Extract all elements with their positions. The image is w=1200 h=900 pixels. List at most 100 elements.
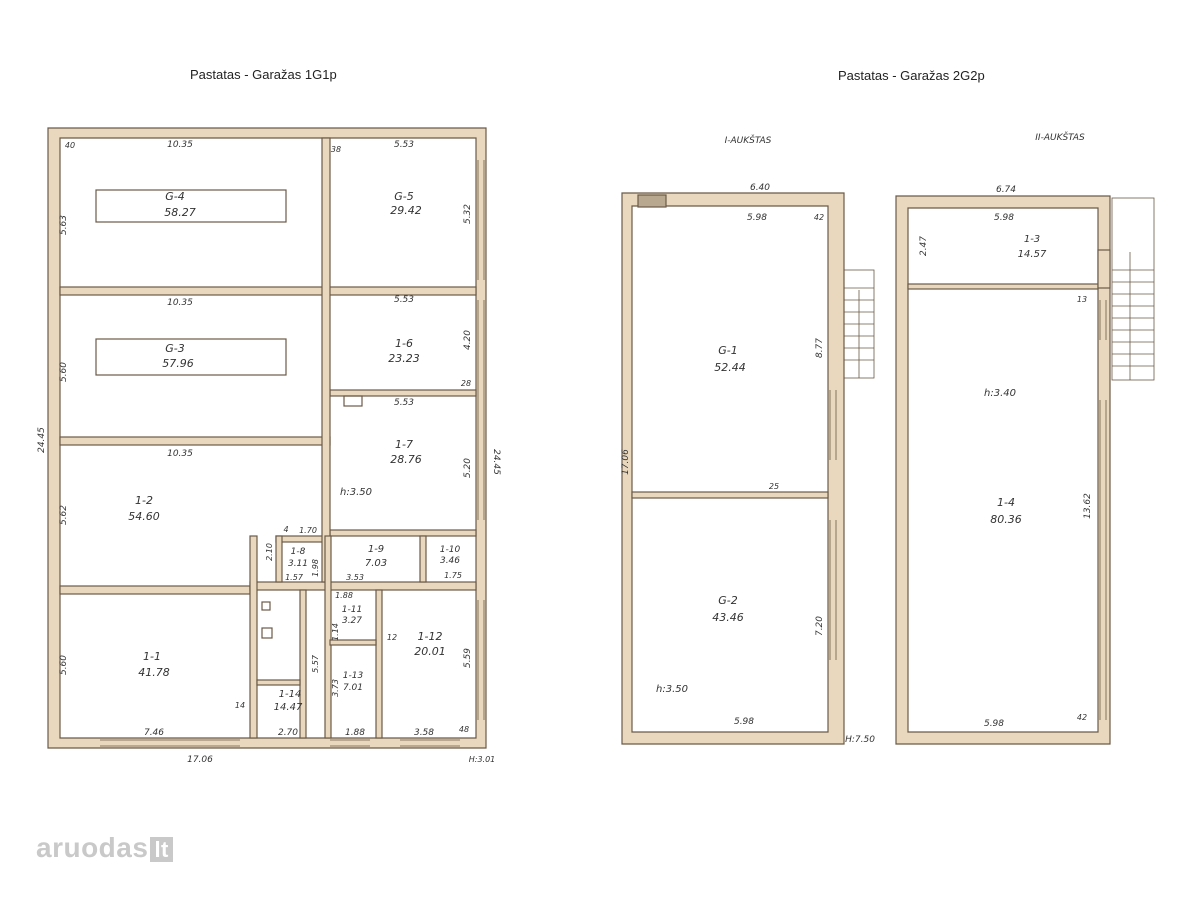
plan1-wall bbox=[419, 535, 427, 583]
dimension: 1.70 bbox=[299, 526, 317, 535]
height-note: H:3.01 bbox=[469, 755, 496, 764]
room-label: 1-9 bbox=[368, 544, 384, 555]
room-label: G-3 bbox=[165, 342, 185, 355]
dimension: 1.88 bbox=[335, 591, 353, 600]
plan1-wall bbox=[59, 436, 331, 446]
dimension: 5.32 bbox=[463, 204, 473, 224]
dimension: 24.45 bbox=[37, 427, 47, 453]
dimension: 5.59 bbox=[463, 648, 473, 668]
dimension: 2.70 bbox=[278, 728, 298, 738]
dimension: 2.47 bbox=[919, 236, 929, 256]
room-area: 41.78 bbox=[138, 666, 170, 679]
dimension: 1.75 bbox=[444, 571, 462, 580]
dimension: 6.40 bbox=[750, 183, 770, 193]
watermark-tld: lt bbox=[150, 837, 173, 862]
dimension: 5.60 bbox=[59, 362, 69, 382]
dimension: 24.45 bbox=[491, 449, 501, 475]
floor-label: I-AUKŠTAS bbox=[725, 134, 772, 146]
dimension: 7.20 bbox=[815, 616, 825, 636]
parking-slot-g3 bbox=[95, 338, 287, 376]
plan1-wall bbox=[249, 535, 258, 739]
plan1-wall bbox=[59, 286, 477, 296]
dimension: 5.53 bbox=[394, 140, 414, 150]
plan2-floor1 bbox=[621, 192, 875, 745]
room-label: 1-2 bbox=[135, 494, 153, 507]
room-label: G-4 bbox=[165, 190, 185, 203]
parking-slot-g4 bbox=[95, 189, 287, 223]
dimension: 28 bbox=[461, 379, 471, 388]
dimension: 17.06 bbox=[621, 449, 631, 475]
dimension: 5.60 bbox=[59, 655, 69, 675]
room-area: 80.36 bbox=[990, 513, 1022, 526]
floor1-outer-wall bbox=[621, 192, 845, 745]
dimension: 5.62 bbox=[59, 505, 69, 525]
room-area: 54.60 bbox=[128, 510, 160, 523]
room-area: 3.27 bbox=[342, 616, 362, 626]
dimension: 2.10 bbox=[265, 543, 274, 561]
dimension: 1.14 bbox=[331, 623, 340, 641]
dimension: 5.57 bbox=[311, 654, 320, 673]
dimension: 42 bbox=[1077, 713, 1087, 722]
dimension: 4 bbox=[283, 525, 288, 534]
dimension: 40 bbox=[65, 141, 75, 150]
dimension: 5.98 bbox=[984, 719, 1004, 729]
dimension: 25 bbox=[769, 482, 779, 491]
plan1-wall bbox=[299, 589, 307, 739]
plan1-wall bbox=[329, 529, 477, 537]
dimension: 3.58 bbox=[414, 728, 434, 738]
height-note: h:3.50 bbox=[656, 684, 688, 695]
dimension: 4.20 bbox=[463, 330, 473, 350]
dimension: 3.73 bbox=[331, 679, 340, 697]
floor1-windows bbox=[668, 390, 837, 733]
plan1-wall bbox=[59, 585, 251, 595]
toilet-icon bbox=[261, 627, 273, 639]
dimension: 1.98 bbox=[311, 559, 320, 577]
room-area: 29.42 bbox=[390, 204, 422, 217]
plan1-wall bbox=[321, 137, 331, 583]
dimension: 17.06 bbox=[187, 755, 213, 765]
room-area: 52.44 bbox=[714, 361, 746, 374]
room-label: 1-1 bbox=[143, 650, 161, 663]
room-label: 1-14 bbox=[279, 689, 302, 700]
plan1-wall bbox=[249, 581, 477, 591]
dimension: 38 bbox=[331, 145, 341, 154]
floor1-wall bbox=[631, 491, 829, 499]
room-label: 1-10 bbox=[440, 545, 461, 555]
plan1-windows bbox=[100, 160, 485, 747]
dimension: 12 bbox=[387, 633, 397, 642]
room-area: 7.01 bbox=[343, 683, 363, 693]
stair-icon bbox=[843, 269, 875, 379]
plan1-outer-wall bbox=[47, 127, 487, 749]
sink-icon bbox=[261, 601, 271, 611]
room-area: 43.46 bbox=[712, 611, 744, 624]
floor2-windows bbox=[1099, 300, 1107, 720]
room-label: G-1 bbox=[718, 344, 738, 357]
dimension: 13 bbox=[1077, 295, 1087, 304]
dimension: 10.35 bbox=[167, 298, 193, 308]
dimension: 10.35 bbox=[167, 140, 193, 150]
dimension: 13.62 bbox=[1083, 493, 1093, 519]
height-note: H:7.50 bbox=[845, 735, 875, 745]
room-label: G-5 bbox=[394, 190, 414, 203]
dimension: 5.20 bbox=[463, 458, 473, 478]
room-label: 1-3 bbox=[1024, 234, 1040, 245]
room-area: 14.47 bbox=[274, 702, 303, 713]
room-area: 57.96 bbox=[162, 357, 194, 370]
room-area: 3.46 bbox=[440, 556, 460, 566]
floor2-wall bbox=[907, 283, 1099, 290]
watermark-name: aruodas bbox=[36, 832, 149, 863]
plan1 bbox=[47, 127, 487, 749]
room-area: 28.76 bbox=[390, 453, 422, 466]
room-area: 7.03 bbox=[365, 558, 387, 569]
floor-label: II-AUKŠTAS bbox=[1035, 131, 1085, 143]
height-note: h:3.40 bbox=[984, 388, 1016, 399]
room-label: 1-8 bbox=[291, 547, 306, 557]
height-note: h:3.50 bbox=[340, 487, 372, 498]
plan2-floor2 bbox=[895, 195, 1155, 745]
plan1-wall bbox=[275, 535, 283, 583]
dimension: 5.53 bbox=[394, 295, 414, 305]
room-label: 1-13 bbox=[343, 671, 364, 681]
room-label: 1-7 bbox=[395, 438, 413, 451]
